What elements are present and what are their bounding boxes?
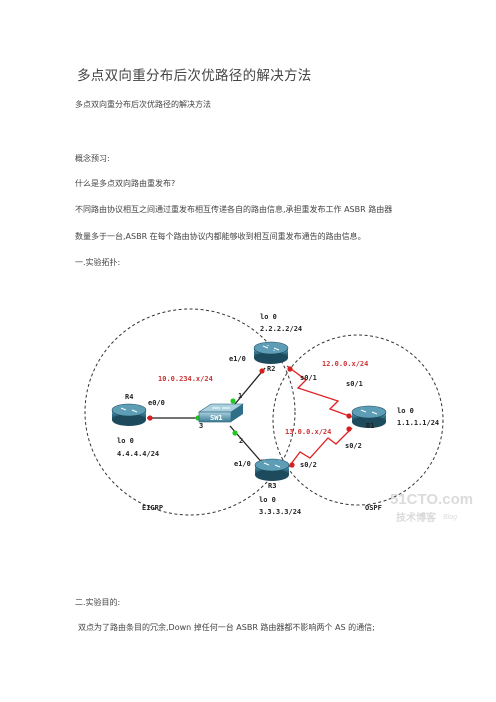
answer-line-1: 不同路由协议相互之间通过重发布相互传递各自的路由信息,承担重发布工作 ASBR … [75, 205, 393, 214]
r4-eth-if: e0/0 [148, 399, 165, 407]
port-dot-r1-s2 [346, 426, 352, 432]
goal-text: 双点为了路由条目的冗余,Down 掉任何一台 ASBR 路由器都不影响两个 AS… [78, 623, 375, 632]
r3-loopback-if: lo 0 [259, 496, 276, 504]
subtitle: 多点双向重分布后次优路径的解决方法 [75, 100, 211, 109]
r2-loopback-if: lo 0 [260, 313, 277, 321]
topology-heading: 一.实验拓扑: [75, 258, 121, 267]
r4-loopback-if: lo 0 [117, 437, 134, 445]
sw1-port-2: 2 [239, 437, 243, 445]
r2-serial-if: s0/1 [300, 374, 317, 382]
port-dot-r1-s1 [346, 413, 352, 419]
sw1-name: SW1 [210, 414, 223, 422]
serial-link-r2-r1 [286, 365, 353, 418]
eigrp-domain-boundary [84, 308, 296, 516]
r2-loopback-ip: 2.2.2.2/24 [260, 325, 302, 333]
r1-serial-if-1: s0/1 [346, 380, 363, 388]
answer-line-2: 数量多于一台,ASBR 在每个路由协议内都能够收到相互间重发布通告的路由信息。 [75, 232, 366, 241]
watermark-logo: 51CTO.com 技术博客 Blog [390, 491, 473, 524]
r2-eth-if: e1/0 [229, 355, 246, 363]
subnet-r1-r3: 13.0.0.x/24 [285, 428, 331, 436]
r1-serial-if-2: s0/2 [345, 442, 362, 450]
sw1-port-1: 1 [238, 392, 242, 400]
port-dot-sw1-2 [232, 430, 238, 436]
serial-link-r3-r1 [287, 427, 353, 469]
domain-label-ospf: OSPF [365, 504, 382, 512]
document-title: 多点双向重分布后次优路径的解决方法 [77, 68, 312, 84]
router-r1-icon[interactable] [351, 405, 387, 428]
port-dot-r3-s [289, 462, 295, 468]
domain-label-eigrp: EIGRP [142, 504, 163, 512]
watermark-blog-cn: 技术博客 [396, 511, 437, 524]
port-dot-r4 [147, 415, 153, 421]
sw1-port-3: 3 [199, 422, 203, 430]
r1-loopback-if: lo 0 [397, 407, 414, 415]
r4-loopback-ip: 4.4.4.4/24 [117, 450, 159, 458]
subnet-r1-r2: 12.0.0.x/24 [322, 360, 368, 368]
r3-serial-if: s0/2 [300, 461, 317, 469]
watermark-site: 51CTO.com [390, 491, 473, 508]
concept-heading: 概念预习: [75, 154, 110, 163]
subnet-ethernet: 10.0.234.x/24 [158, 375, 213, 383]
switch-sw1-icon[interactable] [198, 403, 244, 423]
port-dot-r2-e [259, 368, 265, 374]
router-r3-icon[interactable] [254, 458, 290, 481]
ospf-domain-boundary [272, 334, 444, 506]
r1-name: R1 [366, 422, 374, 430]
r3-eth-if: e1/0 [234, 460, 251, 468]
r3-name: R3 [268, 482, 276, 490]
router-r4-icon[interactable] [111, 403, 147, 426]
link-sw1-r2 [229, 367, 266, 411]
question-text: 什么是多点双向路由重发布? [75, 179, 176, 188]
watermark-blog-en: Blog [443, 514, 457, 521]
port-dot-sw1-1 [230, 398, 236, 404]
r2-name: R2 [267, 365, 275, 373]
r1-loopback-ip: 1.1.1.1/24 [397, 419, 439, 427]
router-r2-icon[interactable] [253, 341, 289, 364]
r4-name: R4 [125, 393, 133, 401]
r3-loopback-ip: 3.3.3.3/24 [259, 508, 301, 516]
goal-heading: 二.实验目的: [75, 598, 121, 607]
port-dot-r2-s [287, 366, 293, 372]
